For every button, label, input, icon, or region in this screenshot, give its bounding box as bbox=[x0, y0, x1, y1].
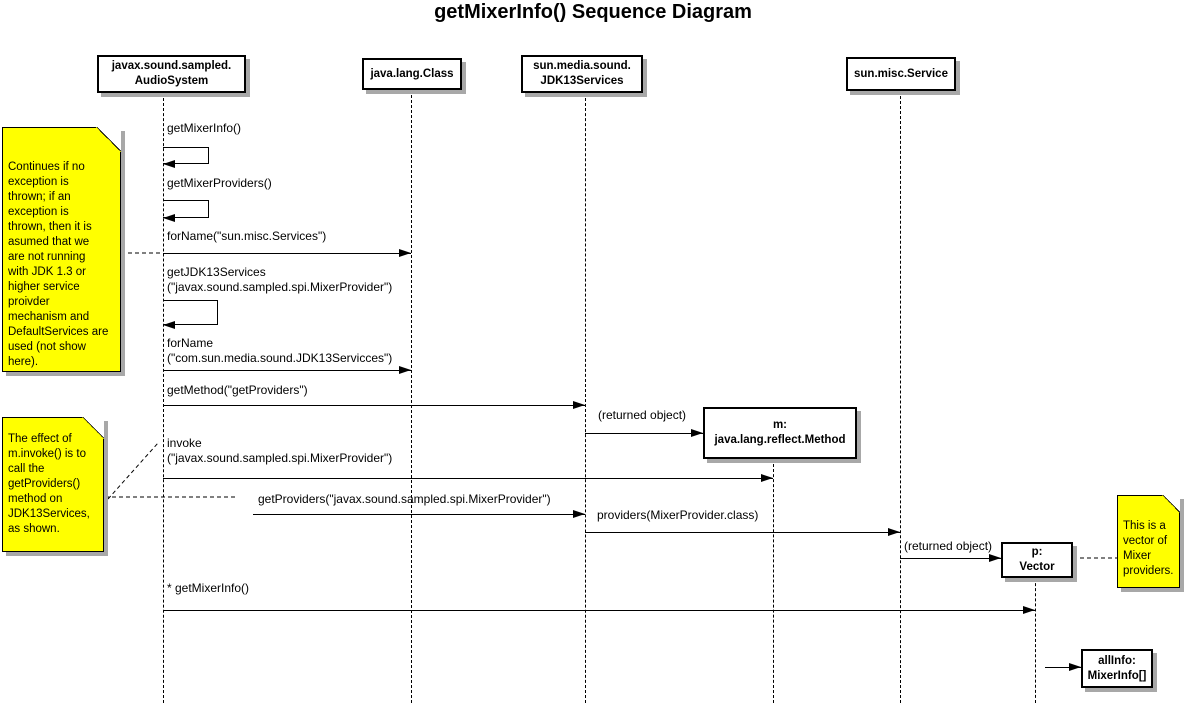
arrowhead-right-icon bbox=[989, 554, 1001, 562]
note-vector-note: This is a vector of Mixer providers. bbox=[1117, 495, 1180, 588]
lifeline-audiosystem bbox=[163, 93, 164, 703]
message-forname-jdk13 bbox=[163, 366, 411, 374]
note-fold-icon bbox=[96, 127, 121, 152]
message-invoke bbox=[163, 474, 773, 482]
arrowhead-right-icon bbox=[399, 366, 411, 374]
object-m-method: m: java.lang.reflect.Method bbox=[703, 407, 857, 459]
message-forname-services bbox=[163, 249, 411, 257]
message-allinfo-create bbox=[1045, 663, 1081, 671]
object-allinfo: allInfo: MixerInfo[] bbox=[1081, 649, 1153, 688]
participant-java-lang-class: java.lang.Class bbox=[362, 58, 462, 90]
arrowhead-right-icon bbox=[399, 249, 411, 257]
participant-jdk13services: sun.media.sound. JDK13Services bbox=[521, 55, 643, 93]
message-star-getmixerinfo bbox=[163, 606, 1035, 614]
message-label-forname-jdk13: forName ("com.sun.media.sound.JDK13Servi… bbox=[167, 336, 393, 365]
message-label-getmethod: getMethod("getProviders") bbox=[167, 383, 308, 397]
message-getmixerinfo bbox=[163, 147, 209, 168]
message-label-getmixerproviders: getMixerProviders() bbox=[167, 176, 272, 190]
arrowhead-left-icon bbox=[163, 160, 175, 168]
note-fold-icon bbox=[1162, 495, 1180, 513]
lifeline-p-vector bbox=[1035, 578, 1036, 703]
arrowhead-right-icon bbox=[1069, 663, 1081, 671]
lifeline-java-lang-class bbox=[411, 90, 412, 703]
message-providers bbox=[585, 528, 900, 536]
arrowhead-left-icon bbox=[163, 214, 175, 222]
note-fold-icon bbox=[82, 417, 104, 439]
message-returned-method bbox=[585, 429, 703, 437]
message-label-forname-services: forName("sun.misc.Services") bbox=[167, 229, 327, 243]
message-getmethod bbox=[163, 401, 585, 409]
arrowhead-right-icon bbox=[573, 401, 585, 409]
note-exception-note: Continues if no exception is thrown; if … bbox=[2, 127, 121, 372]
message-label-invoke: invoke ("javax.sound.sampled.spi.MixerPr… bbox=[167, 436, 393, 465]
lifeline-sun-misc-service bbox=[900, 91, 901, 703]
message-label-getjdk13services: getJDK13Services ("javax.sound.sampled.s… bbox=[167, 265, 393, 294]
arrowhead-right-icon bbox=[691, 429, 703, 437]
message-getmixerproviders bbox=[163, 200, 209, 222]
message-getproviders bbox=[253, 510, 585, 518]
participant-sun-misc-service: sun.misc.Service bbox=[846, 57, 956, 91]
message-getjdk13services bbox=[163, 300, 218, 329]
arrowhead-right-icon bbox=[761, 474, 773, 482]
message-returned-vector bbox=[900, 554, 1001, 562]
participant-audiosystem: javax.sound.sampled. AudioSystem bbox=[97, 55, 246, 93]
message-label-getmixerinfo: getMixerInfo() bbox=[167, 121, 242, 135]
arrowhead-right-icon bbox=[1023, 606, 1035, 614]
connector-invoke-note-link-diagonal bbox=[107, 442, 159, 500]
message-label-providers: providers(MixerProvider.class) bbox=[597, 508, 759, 522]
lifeline-m-method bbox=[773, 459, 774, 703]
arrowhead-right-icon bbox=[888, 528, 900, 536]
object-p-vector: p: Vector bbox=[1001, 542, 1073, 578]
diagram-title: getMixerInfo() Sequence Diagram bbox=[434, 1, 752, 23]
lifeline-jdk13services bbox=[585, 93, 586, 703]
message-label-returned-vector: (returned object) bbox=[904, 539, 993, 553]
message-label-star-getmixerinfo: * getMixerInfo() bbox=[167, 581, 250, 595]
message-label-returned-method: (returned object) bbox=[598, 408, 687, 422]
arrowhead-left-icon bbox=[163, 321, 175, 329]
arrowhead-right-icon bbox=[573, 510, 585, 518]
note-invoke-effect-note: The effect of m.invoke() is to call the … bbox=[2, 417, 104, 552]
message-label-getproviders: getProviders("javax.sound.sampled.spi.Mi… bbox=[258, 492, 551, 506]
